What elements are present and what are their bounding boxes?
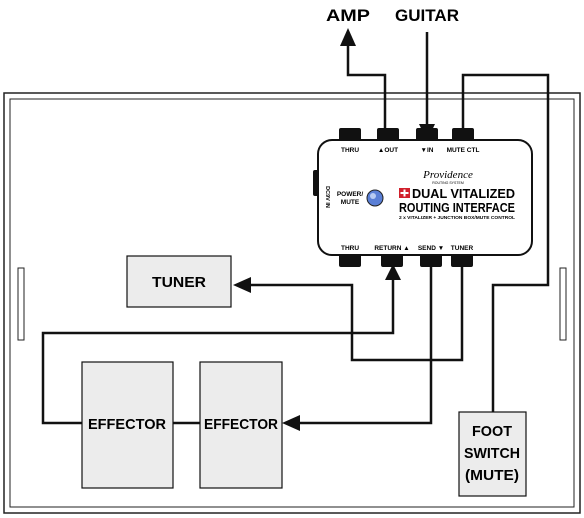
label-out: ▲OUT [378, 147, 398, 154]
foot-switch: FOOT SWITCH (MUTE) [458, 411, 527, 497]
foot-switch-line1: FOOT [472, 423, 512, 440]
device-title-line1: DUAL VITALIZED [412, 187, 515, 201]
cable-out-to-amp [346, 45, 387, 140]
bottom-jacks [339, 253, 473, 267]
amp-label: AMP [326, 6, 370, 25]
effector-2: EFFECTOR [199, 361, 283, 489]
device-subtitle: 2 x VITALIZER + JUNCTION BOX/MUTE CONTRO… [399, 215, 516, 220]
device-title-line2: ROUTING INTERFACE [399, 201, 515, 215]
foot-switch-line2: SWITCH [464, 445, 520, 462]
jack-tuner [451, 253, 473, 267]
effector-1-label: EFFECTOR [88, 416, 166, 433]
jack-send [420, 253, 442, 267]
cable-tuner-out [248, 264, 464, 362]
label-send: SEND ▼ [418, 245, 444, 252]
arrow-to-return [385, 264, 401, 280]
jack-out [377, 128, 399, 142]
label-mute: MUTE [341, 199, 360, 206]
label-thru-top: THRU [341, 147, 359, 154]
device-body [317, 139, 533, 256]
label-mute-ctl: MUTE CTL [447, 147, 480, 154]
brand-sub: ROUTING SYSTEM [432, 181, 464, 185]
jack-mute-ctl [452, 128, 474, 142]
effector-1: EFFECTOR [81, 361, 174, 489]
label-thru-bottom: THRU [341, 245, 359, 252]
guitar-label: GUITAR [395, 6, 459, 25]
arrow-to-amp [340, 28, 356, 46]
jack-thru-top [339, 128, 361, 142]
effector-2-label: EFFECTOR [204, 416, 278, 433]
label-tuner: TUNER [451, 245, 474, 252]
label-return: RETURN ▲ [374, 245, 409, 252]
brand-logo: Providence [422, 169, 473, 181]
arrow-to-tuner [233, 277, 251, 293]
label-dc-in: DC9V IN [324, 186, 330, 208]
label-power: POWER/ [337, 191, 364, 198]
arrow-to-effector [282, 415, 300, 431]
cable-mute-to-footswitch [461, 73, 550, 412]
power-led-highlight [370, 193, 376, 199]
jack-thru-bottom [339, 253, 361, 267]
label-in: ▼IN [421, 147, 434, 154]
jack-return [381, 253, 403, 267]
tuner-label: TUNER [152, 274, 206, 291]
top-jacks [339, 128, 474, 142]
jack-in [416, 128, 438, 142]
tuner-box: TUNER [126, 255, 232, 308]
foot-switch-line3: (MUTE) [465, 467, 519, 484]
routing-interface-device: THRU ▲OUT ▼IN MUTE CTL THRU RETURN ▲ SEN… [313, 128, 533, 267]
brand-cross-icon [399, 188, 410, 198]
cables [41, 32, 550, 425]
cable-effector-to-return [41, 275, 395, 425]
pedalboard [3, 92, 581, 514]
cable-send-to-effector [298, 264, 433, 425]
